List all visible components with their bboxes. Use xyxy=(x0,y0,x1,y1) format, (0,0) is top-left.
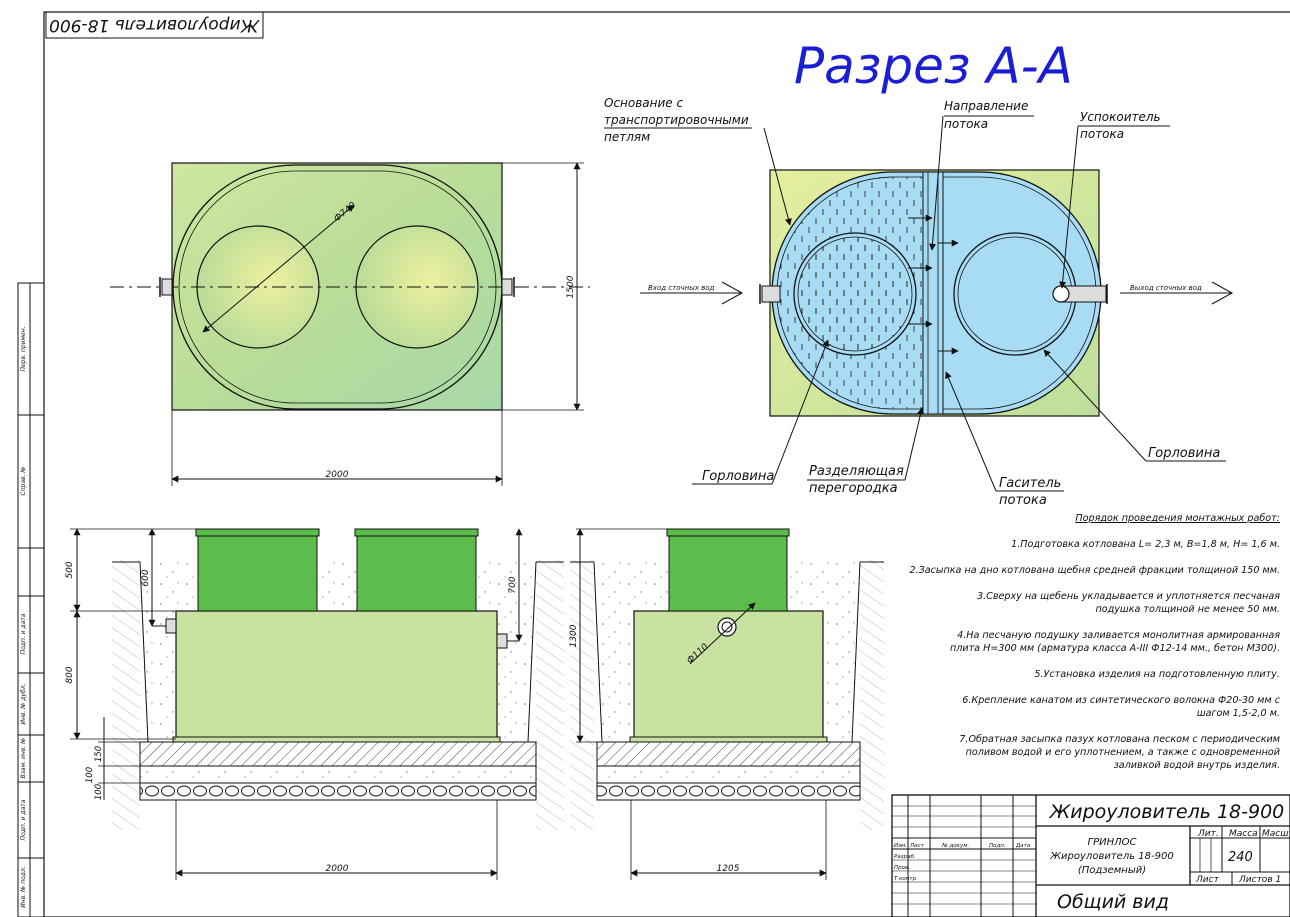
tb-scale-label: Масшт xyxy=(1262,829,1290,839)
dim-end-width: 1205 xyxy=(717,864,740,874)
callout-flow-dir-2: потока xyxy=(944,117,988,131)
installation-heading: Порядок проведения монтажных работ: xyxy=(1075,513,1280,524)
tb-mass-label: Масса xyxy=(1229,829,1258,839)
callout-hatch-left: Горловина xyxy=(702,469,774,484)
tb-row-prov: Пров. xyxy=(894,865,910,871)
side-label-2: Справ. № xyxy=(20,466,27,495)
callout-hatch-right: Горловина xyxy=(1148,446,1220,461)
tb-sheets-label: Листов 1 xyxy=(1238,875,1281,885)
installation-step-1: 1.Подготовка котлована L= 2,3 м, В=1,8 м… xyxy=(1011,539,1280,550)
outlet-label: Выход сточных вод xyxy=(1130,284,1202,292)
dim-layer-100b: 100 xyxy=(94,784,104,800)
end-section: Ф110 1300 1205 xyxy=(569,528,884,880)
tb-product-name: Жироуловитель 18-900 xyxy=(1049,801,1285,823)
callout-partition-2: перегородка xyxy=(809,481,898,496)
tb-sheet-label: Лист xyxy=(1195,875,1220,885)
tb-desc-2: (Подземный) xyxy=(1078,865,1146,876)
dim-layer-100a: 100 xyxy=(85,767,95,783)
side-label-6: Подп. и дата xyxy=(20,799,27,840)
tb-col-izm: Изм. xyxy=(894,843,907,849)
inlet-label: Вход сточных вод xyxy=(648,284,715,292)
callout-flow-dir-1: Направление xyxy=(944,99,1028,113)
stamp-title: Жироуловитель 18-900 xyxy=(49,15,260,35)
tb-col-list: Лист xyxy=(909,843,925,849)
callout-base-3: петлям xyxy=(604,130,650,144)
tb-col-doc: № докум. xyxy=(941,843,969,849)
tb-mass-value: 240 xyxy=(1228,850,1253,865)
installation-step-5: 5.Установка изделия на подготовленную пл… xyxy=(1034,669,1280,680)
tb-org: ГРИНЛОС xyxy=(1088,837,1137,848)
tb-col-sign: Подп. xyxy=(989,843,1006,849)
tb-lit-label: Лит. xyxy=(1197,829,1219,839)
tb-row-tkontr: Т.контр. xyxy=(894,876,918,882)
installation-step-4: 4.На песчаную подушку заливается монолит… xyxy=(949,630,1280,654)
stamp-box xyxy=(45,11,264,39)
installation-step-7: 7.Обратная засыпка пазух котлована песко… xyxy=(959,734,1280,771)
dim-side-width: 2000 xyxy=(326,864,349,874)
tb-col-date: Дата xyxy=(1015,843,1031,849)
title-block: Изм. Лист № докум. Подп. Дата Разраб. Пр… xyxy=(891,794,1290,917)
dim-700: 700 xyxy=(508,576,518,593)
side-label-7: Инв. № подл. xyxy=(20,866,27,907)
callout-calmer-1: Успокоитель xyxy=(1080,110,1161,124)
callout-partition-1: Разделяющая xyxy=(809,464,904,479)
tb-desc-1: Жироуловитель 18-900 xyxy=(1049,851,1173,862)
side-label-1: Перв. примен. xyxy=(20,326,27,371)
plan-width-label: 2000 xyxy=(326,470,349,480)
plan-height-label: 1500 xyxy=(566,275,576,298)
installation-step-6: 6.Крепление канатом из синтетического во… xyxy=(962,695,1280,719)
callout-damper-2: потока xyxy=(999,493,1047,508)
dim-600: 600 xyxy=(141,569,151,586)
installation-step-2: 2.Засыпка на дно котлована щебня средней… xyxy=(909,565,1280,576)
section-view: Вход сточных вод Выход сточных вод Основ… xyxy=(604,96,1234,508)
dim-1300: 1300 xyxy=(569,624,579,647)
section-title: Разрез А-А xyxy=(794,37,1073,95)
side-section: 500 800 600 700 150 100 100 2000 xyxy=(65,528,564,880)
side-label-3: Подп. и дата xyxy=(20,613,27,654)
callout-damper-1: Гаситель xyxy=(999,476,1061,491)
dim-800: 800 xyxy=(65,666,75,683)
dim-layer-150: 150 xyxy=(94,746,104,762)
tb-view-name: Общий вид xyxy=(1057,891,1169,913)
side-label-5: Взам. инв. № xyxy=(20,738,27,779)
plan-view: Ф740 1500 2000 xyxy=(110,162,590,486)
callout-calmer-2: потока xyxy=(1080,127,1124,141)
tb-row-razrab: Разраб. xyxy=(894,854,916,860)
installation-step-3: 3.Сверху на щебень укладывается и уплотн… xyxy=(976,591,1280,615)
dim-500: 500 xyxy=(65,561,75,578)
callout-base-2: транспортировочными xyxy=(604,113,749,127)
callout-base-1: Основание с xyxy=(604,96,683,110)
side-strip: Перв. примен. Справ. № Подп. и дата Инв.… xyxy=(17,282,45,917)
side-label-4: Инв. № дубл. xyxy=(20,683,27,724)
